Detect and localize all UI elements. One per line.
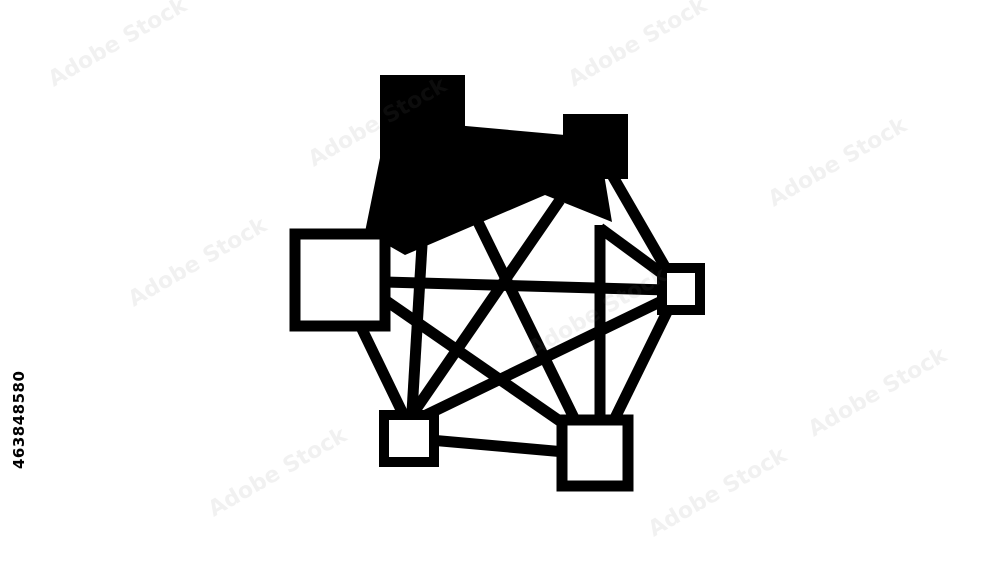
edge-bottomleft-topright <box>407 196 565 419</box>
node-bottom-left <box>379 410 439 467</box>
edge-left-bottomleft <box>355 322 410 421</box>
edge-bottomright-right <box>610 307 673 421</box>
edge-left-right <box>384 276 669 296</box>
node-bottom-right <box>556 414 634 492</box>
edge-inner-right <box>596 223 672 283</box>
stock-id: 463848580 <box>10 370 28 470</box>
node-right <box>657 263 705 315</box>
edge-bottomleft-inner <box>406 244 428 413</box>
node-top-right <box>563 114 628 179</box>
edge-bottomright-top <box>473 219 580 423</box>
edge-bottomleft-bottomright <box>429 434 566 458</box>
edge-topright-right <box>607 172 673 275</box>
node-left <box>289 228 391 332</box>
connection-lines <box>355 172 673 458</box>
node-top-large <box>380 75 465 160</box>
